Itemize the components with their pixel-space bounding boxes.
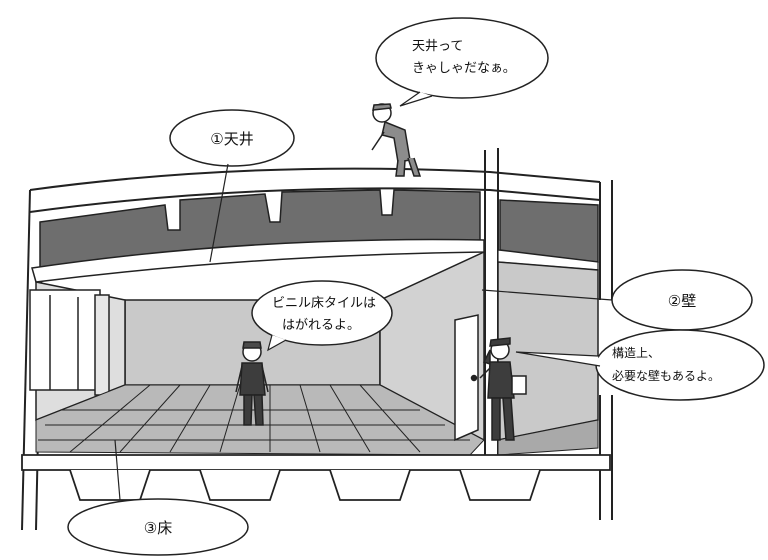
right-room-floor (497, 419, 599, 456)
speech-top-line1: 天井って (412, 39, 463, 54)
speech-bubble-center: ビニル床タイルは はがれるよ。 (251, 280, 393, 352)
speech-bubble-top: 天井って きゃしゃだなぁ。 (375, 17, 549, 107)
callout-floor: ③床 (67, 439, 249, 556)
worker-on-roof (371, 103, 422, 177)
speech-center-line2: はがれるよ。 (282, 318, 360, 333)
callout-wall: ②壁 (481, 269, 753, 331)
speech-right-line2: 必要な壁もあるよ。 (612, 368, 720, 383)
ceiling-label: ①天井 (210, 130, 253, 148)
callout-ceiling: ①天井 (169, 109, 295, 263)
speech-center-line1: ビニル床タイルは (272, 296, 376, 311)
floor-slab (21, 454, 611, 501)
worker-right (479, 337, 527, 441)
ceiling-joists (39, 189, 599, 271)
door (454, 314, 479, 442)
window-frame (29, 289, 110, 396)
speech-top-line2: きゃしゃだなぁ。 (412, 61, 516, 76)
floor-label: ③床 (144, 519, 172, 537)
wall-label: ②壁 (668, 292, 696, 310)
worker-center (235, 341, 269, 426)
speech-right-line1: 構造上、 (612, 346, 660, 360)
speech-bubble-right: 構造上、 必要な壁もあるよ。 (515, 329, 765, 401)
